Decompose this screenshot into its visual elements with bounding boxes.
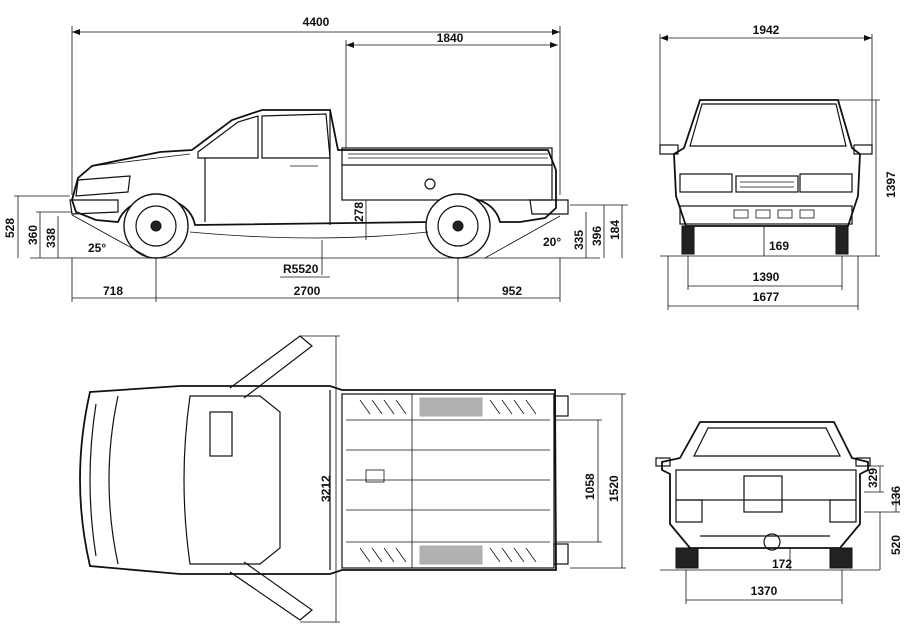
dim-front-track: 1390: [753, 270, 780, 284]
dim-rear-184: 184: [608, 220, 622, 240]
dim-height-338: 338: [44, 228, 58, 248]
top-view: 3212 1058 1520: [79, 335, 626, 623]
dim-tailgate-329: 329: [866, 468, 880, 488]
dim-rear-335: 335: [572, 230, 586, 250]
dim-rear-overhang: 952: [502, 284, 522, 298]
dim-height-528: 528: [3, 218, 17, 238]
dim-tailgate-136: 136: [889, 486, 903, 506]
dim-departure-angle: 20°: [543, 235, 561, 249]
dim-turning-radius: R5520: [283, 262, 319, 276]
dim-door-open-width: 3212: [319, 475, 333, 502]
dim-overall-height: 1397: [884, 171, 898, 198]
dim-wheelbase: 2700: [294, 284, 321, 298]
dim-overall-length: 4400: [303, 15, 330, 29]
dim-front-width-mirrors: 1942: [753, 23, 780, 37]
rear-view: 329 136 520 172 1370: [655, 421, 903, 604]
dim-bed-inner-width: 1058: [583, 473, 597, 500]
dim-ground-clearance: 169: [769, 239, 789, 253]
dim-rear-396: 396: [590, 226, 604, 246]
dim-rear-clearance: 172: [772, 557, 792, 571]
side-view: 4400 1840 528 360 338 25° R5520 278 20° …: [3, 15, 628, 302]
front-view: 1942 1397 169 1390 1677: [659, 23, 898, 310]
dim-rear-520: 520: [889, 535, 903, 555]
dim-bed-outer-width: 1520: [607, 475, 621, 502]
dim-rear-track: 1370: [751, 584, 778, 598]
dim-bed-length: 1840: [437, 31, 464, 45]
dim-approach-angle: 25°: [88, 241, 106, 255]
dim-body-width: 1677: [753, 290, 780, 304]
dim-bed-floor: 278: [352, 202, 366, 222]
dim-height-360: 360: [26, 225, 40, 245]
dim-front-overhang: 718: [103, 284, 123, 298]
